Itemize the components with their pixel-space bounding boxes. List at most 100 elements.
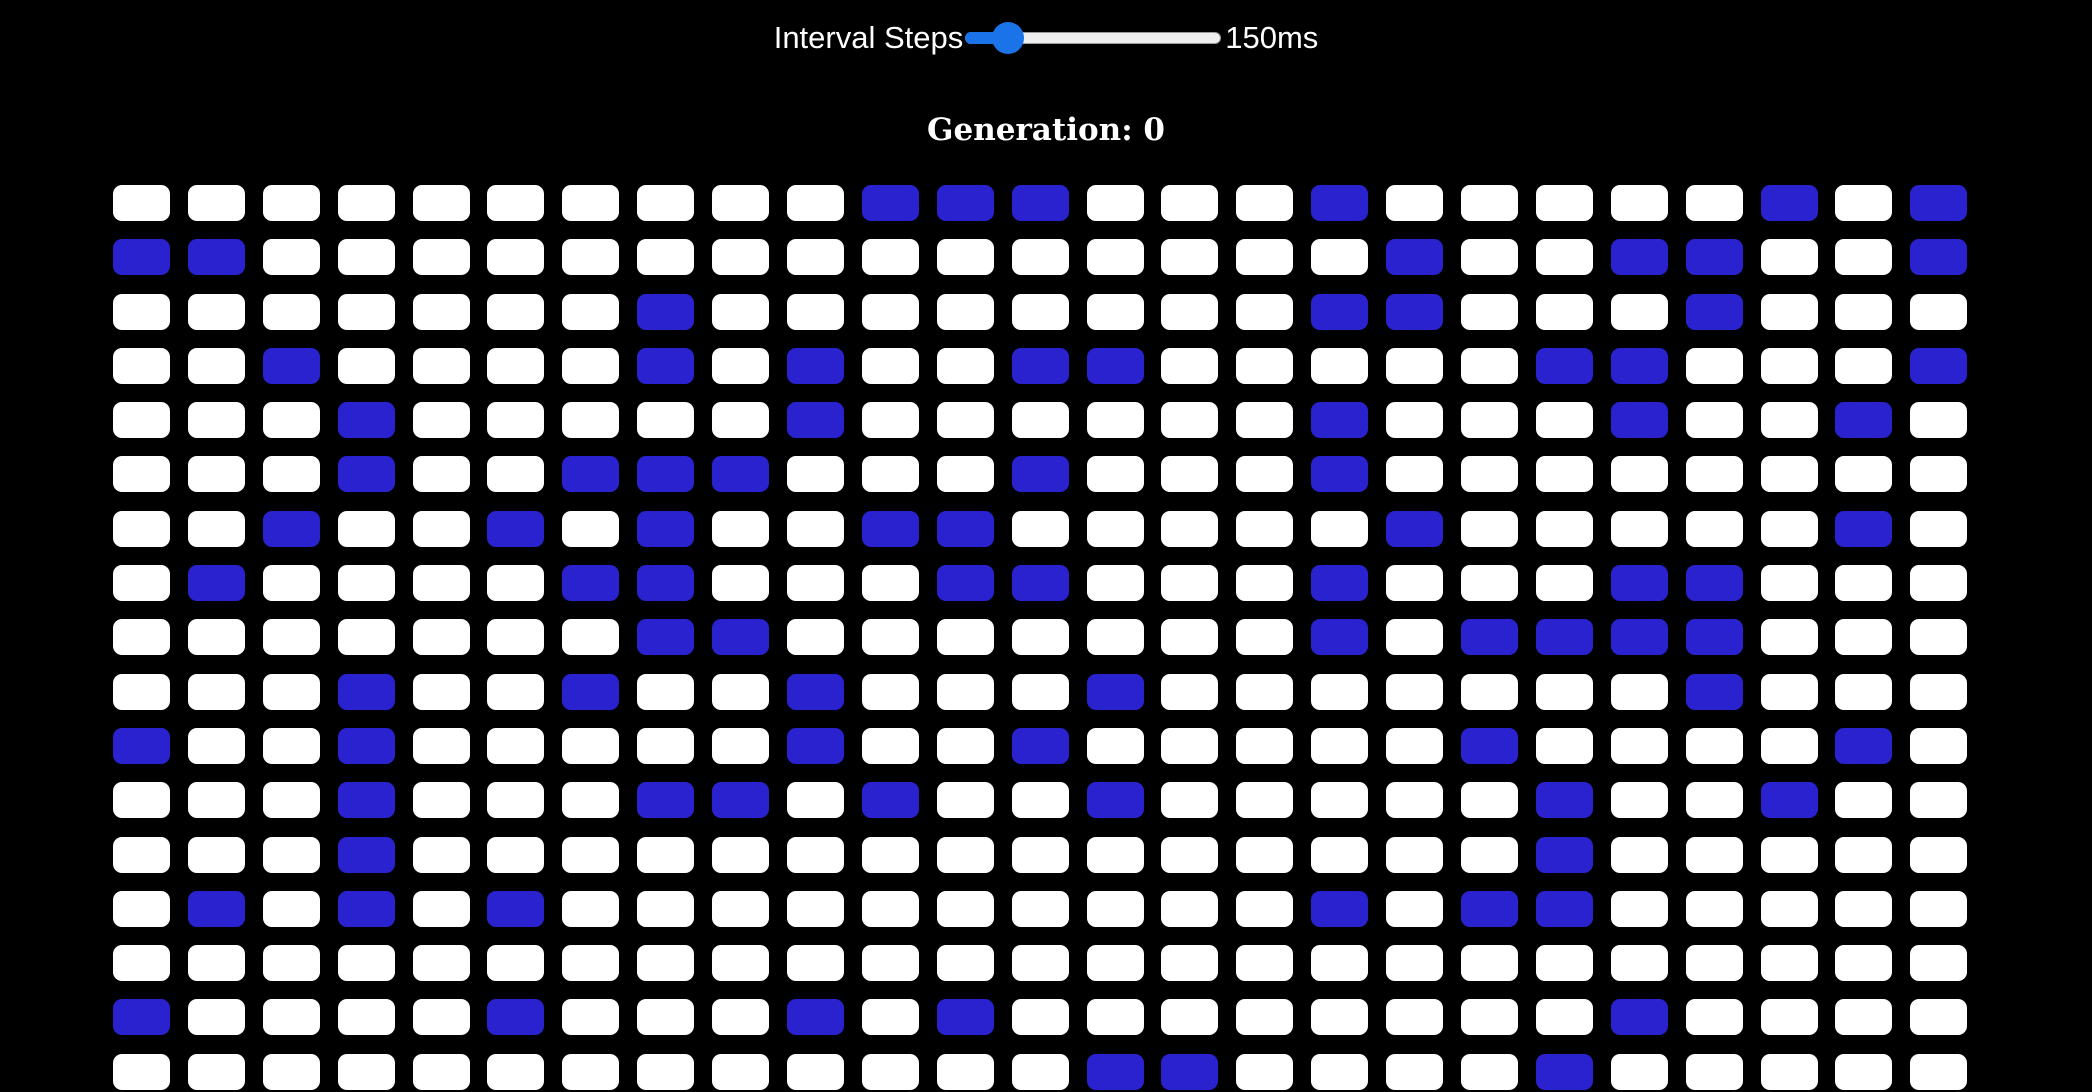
grid-cell[interactable] — [712, 456, 770, 493]
grid-cell[interactable] — [1161, 727, 1219, 764]
grid-cell[interactable] — [1835, 836, 1893, 873]
grid-cell[interactable] — [1386, 1053, 1444, 1090]
grid-cell[interactable] — [1610, 727, 1668, 764]
grid-cell[interactable] — [1161, 673, 1219, 710]
grid-cell[interactable] — [1910, 1053, 1968, 1090]
grid-cell[interactable] — [712, 239, 770, 276]
grid-cell[interactable] — [637, 727, 695, 764]
grid-cell[interactable] — [1461, 293, 1519, 330]
grid-cell[interactable] — [861, 890, 919, 927]
grid-cell[interactable] — [562, 945, 620, 982]
grid-cell[interactable] — [1760, 945, 1818, 982]
grid-cell[interactable] — [1610, 836, 1668, 873]
grid-cell[interactable] — [1386, 890, 1444, 927]
grid-cell[interactable] — [113, 999, 170, 1036]
grid-cell[interactable] — [337, 239, 395, 276]
grid-cell[interactable] — [1535, 782, 1593, 819]
grid-cell[interactable] — [936, 293, 994, 330]
grid-cell[interactable] — [861, 347, 919, 384]
grid-cell[interactable] — [712, 185, 770, 221]
grid-cell[interactable] — [1835, 239, 1893, 276]
grid-cell[interactable] — [113, 239, 170, 276]
grid-cell[interactable] — [1011, 1053, 1069, 1090]
grid-cell[interactable] — [1461, 727, 1519, 764]
grid-cell[interactable] — [861, 510, 919, 547]
grid-cell[interactable] — [337, 456, 395, 493]
grid-cell[interactable] — [187, 565, 245, 602]
grid-cell[interactable] — [562, 1053, 620, 1090]
grid-cell[interactable] — [1760, 347, 1818, 384]
grid-cell[interactable] — [1236, 999, 1294, 1036]
grid-cell[interactable] — [1236, 510, 1294, 547]
grid-cell[interactable] — [1910, 347, 1968, 384]
grid-cell[interactable] — [1910, 565, 1968, 602]
grid-cell[interactable] — [861, 1053, 919, 1090]
grid-cell[interactable] — [1086, 619, 1144, 656]
grid-cell[interactable] — [262, 836, 320, 873]
grid-cell[interactable] — [787, 456, 845, 493]
grid-cell[interactable] — [936, 782, 994, 819]
grid-cell[interactable] — [562, 727, 620, 764]
grid-cell[interactable] — [1386, 836, 1444, 873]
grid-cell[interactable] — [1386, 185, 1444, 221]
grid-cell[interactable] — [1610, 619, 1668, 656]
grid-cell[interactable] — [1461, 185, 1519, 221]
grid-cell[interactable] — [1610, 1053, 1668, 1090]
grid-cell[interactable] — [1461, 836, 1519, 873]
grid-cell[interactable] — [187, 347, 245, 384]
grid-cell[interactable] — [637, 999, 695, 1036]
grid-cell[interactable] — [1685, 185, 1743, 221]
grid-cell[interactable] — [113, 402, 170, 439]
grid-cell[interactable] — [1461, 999, 1519, 1036]
grid-cell[interactable] — [1011, 239, 1069, 276]
grid-cell[interactable] — [1011, 727, 1069, 764]
grid-cell[interactable] — [861, 673, 919, 710]
grid-cell[interactable] — [1910, 456, 1968, 493]
grid-cell[interactable] — [936, 347, 994, 384]
grid-cell[interactable] — [1311, 890, 1369, 927]
grid-cell[interactable] — [1011, 673, 1069, 710]
grid-cell[interactable] — [861, 293, 919, 330]
grid-cell[interactable] — [1386, 239, 1444, 276]
grid-cell[interactable] — [487, 565, 545, 602]
grid-cell[interactable] — [1386, 945, 1444, 982]
grid-cell[interactable] — [787, 510, 845, 547]
grid-cell[interactable] — [337, 945, 395, 982]
grid-cell[interactable] — [1685, 836, 1743, 873]
grid-cell[interactable] — [1236, 185, 1294, 221]
grid-cell[interactable] — [637, 1053, 695, 1090]
grid-cell[interactable] — [1685, 999, 1743, 1036]
grid-cell[interactable] — [187, 402, 245, 439]
grid-cell[interactable] — [1086, 402, 1144, 439]
grid-cell[interactable] — [712, 619, 770, 656]
grid-cell[interactable] — [412, 293, 470, 330]
grid-cell[interactable] — [1311, 673, 1369, 710]
grid-cell[interactable] — [861, 185, 919, 221]
grid-cell[interactable] — [1760, 782, 1818, 819]
grid-cell[interactable] — [113, 673, 170, 710]
grid-cell[interactable] — [1011, 999, 1069, 1036]
grid-cell[interactable] — [337, 782, 395, 819]
grid-cell[interactable] — [412, 565, 470, 602]
grid-cell[interactable] — [487, 945, 545, 982]
grid-cell[interactable] — [1535, 456, 1593, 493]
grid-cell[interactable] — [1685, 1053, 1743, 1090]
grid-cell[interactable] — [187, 619, 245, 656]
grid-cell[interactable] — [487, 185, 545, 221]
grid-cell[interactable] — [1685, 293, 1743, 330]
grid-cell[interactable] — [562, 402, 620, 439]
grid-cell[interactable] — [1685, 347, 1743, 384]
grid-cell[interactable] — [337, 185, 395, 221]
grid-cell[interactable] — [1236, 347, 1294, 384]
grid-cell[interactable] — [412, 456, 470, 493]
grid-cell[interactable] — [113, 890, 170, 927]
grid-cell[interactable] — [1311, 185, 1369, 221]
grid-cell[interactable] — [1835, 456, 1893, 493]
grid-cell[interactable] — [562, 782, 620, 819]
grid-cell[interactable] — [1011, 347, 1069, 384]
grid-cell[interactable] — [712, 347, 770, 384]
grid-cell[interactable] — [1386, 673, 1444, 710]
grid-cell[interactable] — [1236, 1053, 1294, 1090]
grid-cell[interactable] — [1760, 727, 1818, 764]
grid-cell[interactable] — [1011, 402, 1069, 439]
